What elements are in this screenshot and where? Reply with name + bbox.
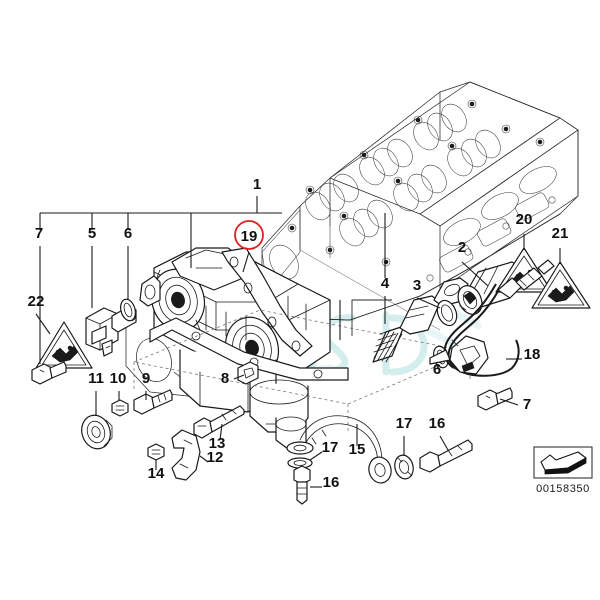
oil-pipe-15 <box>286 415 392 484</box>
leader-lines-misc <box>35 213 561 488</box>
callout-2: 2 <box>458 239 466 256</box>
gasket-ring-17-right <box>394 454 414 480</box>
callout-8: 8 <box>221 370 229 387</box>
callout-17-right: 17 <box>396 415 413 432</box>
callout-10: 10 <box>110 370 127 387</box>
repair-kit-label-22 <box>35 321 93 369</box>
hex-bolt-7-right <box>477 387 513 411</box>
callout-16-right: 16 <box>429 415 446 432</box>
callout-14: 14 <box>148 465 165 482</box>
callout-9: 9 <box>142 370 150 387</box>
callout-6-right: 6 <box>433 361 441 378</box>
nut-10 <box>111 399 129 417</box>
stud-bolt-9 <box>133 389 173 415</box>
callout-15: 15 <box>349 441 366 458</box>
leader-bracket-item-4 <box>339 299 392 340</box>
bracket-12 <box>171 429 201 481</box>
callout-21: 21 <box>552 225 569 242</box>
o-ring-6-left <box>120 298 136 322</box>
callout-16-left: 16 <box>323 474 340 491</box>
nut-small-14 <box>147 443 165 461</box>
reference-box: 00158350 <box>533 446 593 495</box>
callout-numbers: 1 2 3 4 5 6 6 7 7 8 9 10 11 12 13 14 15 … <box>28 176 569 491</box>
bolt-8 <box>237 361 259 385</box>
callout-19: 19 <box>241 228 258 245</box>
banjo-bolt-16-right <box>419 439 473 473</box>
callout-5: 5 <box>88 225 96 242</box>
o-ring-3 <box>436 299 458 327</box>
pressure-valve-assembly-4 <box>372 277 469 363</box>
reference-number: 00158350 <box>536 483 590 495</box>
leader-lines-top <box>39 196 282 364</box>
callout-11: 11 <box>88 370 104 387</box>
callout-4: 4 <box>381 275 390 292</box>
callout-6-left: 6 <box>124 225 132 242</box>
callout-1: 1 <box>253 176 261 193</box>
callout-20: 20 <box>516 211 533 228</box>
callout-13: 13 <box>209 435 226 452</box>
sealing-cap-11 <box>81 414 113 450</box>
banjo-bolt-16-left <box>293 465 311 505</box>
vanos-gasket-19 <box>149 247 349 381</box>
hand-pointer-icon <box>540 451 587 475</box>
cable-connector <box>497 259 555 299</box>
sensor-cable-18 <box>429 259 555 377</box>
hex-bolt-7-left <box>31 361 67 385</box>
repair-kit-label-21 <box>531 261 591 309</box>
callout-17-left: 17 <box>322 439 339 456</box>
callout-18: 18 <box>524 346 541 363</box>
callout-22: 22 <box>28 293 45 310</box>
callout-19-highlighted[interactable]: 19 <box>234 220 264 250</box>
callout-12: 12 <box>207 449 224 466</box>
vanos-actuator-left <box>150 268 206 332</box>
pin-guide-13 <box>193 405 245 439</box>
callout-3: 3 <box>413 277 421 294</box>
callout-7-left: 7 <box>35 225 43 242</box>
callout-7-right: 7 <box>523 396 531 413</box>
cable-sensor-body <box>429 335 489 375</box>
